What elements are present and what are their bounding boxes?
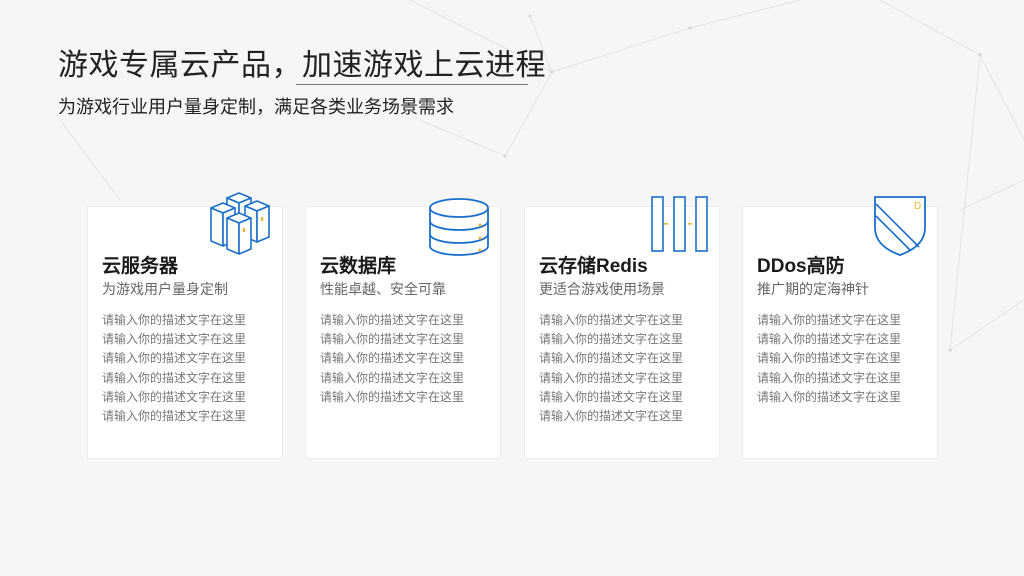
description-line: 请输入你的描述文字在这里 bbox=[539, 389, 684, 404]
card-subtitle: 性能卓越、安全可靠 bbox=[320, 281, 446, 297]
description-line: 请输入你的描述文字在这里 bbox=[102, 332, 247, 347]
card-subtitle: 更适合游戏使用场景 bbox=[539, 281, 665, 297]
description-line: 请输入你的描述文字在这里 bbox=[539, 313, 684, 327]
card-subtitle: 为游戏用户量身定制 bbox=[102, 281, 228, 297]
description-line: 请输入你的描述文字在这里 bbox=[757, 389, 902, 404]
description-line: 请输入你的描述文字在这里 bbox=[757, 332, 902, 347]
card-title: 云存储Redis bbox=[539, 256, 648, 277]
description-line: 请输入你的描述文字在这里 bbox=[320, 351, 465, 366]
page-title: 游戏专属云产品，加速游戏上云进程 bbox=[58, 49, 546, 82]
card-subtitle: 推广期的定海神针 bbox=[757, 281, 869, 297]
card-title: 云数据库 bbox=[320, 256, 397, 277]
description-line: 请输入你的描述文字在这里 bbox=[757, 370, 902, 385]
description-line: 请输入你的描述文字在这里 bbox=[539, 351, 684, 366]
description-line: 请输入你的描述文字在这里 bbox=[320, 389, 465, 404]
title-underline bbox=[296, 84, 528, 85]
database-icon bbox=[429, 198, 489, 256]
product-card-cloud-storage-redis[interactable]: 云存储Redis 更适合游戏使用场景 请输入你的描述文字在这里 请输入你的描述文… bbox=[524, 206, 720, 459]
shield-letter: D bbox=[914, 201, 921, 212]
description-line: 请输入你的描述文字在这里 bbox=[757, 313, 902, 327]
card-description-list: 请输入你的描述文字在这里 请输入你的描述文字在这里 请输入你的描述文字在这里 请… bbox=[320, 311, 464, 407]
description-line: 请输入你的描述文字在这里 bbox=[539, 409, 684, 424]
description-line: 请输入你的描述文字在这里 bbox=[102, 370, 247, 385]
description-line: 请输入你的描述文字在这里 bbox=[757, 351, 902, 366]
description-line: 请输入你的描述文字在这里 bbox=[102, 389, 247, 404]
storage-racks-icon bbox=[651, 196, 708, 252]
description-line: 请输入你的描述文字在这里 bbox=[320, 370, 465, 385]
description-line: 请输入你的描述文字在这里 bbox=[102, 409, 247, 424]
description-line: 请输入你的描述文字在这里 bbox=[320, 332, 465, 347]
description-line: 请输入你的描述文字在这里 bbox=[539, 370, 684, 385]
card-description-list: 请输入你的描述文字在这里 请输入你的描述文字在这里 请输入你的描述文字在这里 请… bbox=[757, 311, 901, 407]
card-title: DDos高防 bbox=[757, 256, 845, 277]
description-line: 请输入你的描述文字在这里 bbox=[320, 313, 465, 327]
card-description-list: 请输入你的描述文字在这里 请输入你的描述文字在这里 请输入你的描述文字在这里 请… bbox=[539, 311, 683, 426]
description-line: 请输入你的描述文字在这里 bbox=[102, 351, 247, 366]
card-description-list: 请输入你的描述文字在这里 请输入你的描述文字在这里 请输入你的描述文字在这里 请… bbox=[102, 311, 246, 426]
page-subtitle: 为游戏行业用户量身定制，满足各类业务场景需求 bbox=[58, 97, 454, 117]
card-title: 云服务器 bbox=[102, 256, 179, 277]
description-line: 请输入你的描述文字在这里 bbox=[102, 313, 247, 327]
server-cluster-icon bbox=[210, 192, 270, 255]
shield-icon: D bbox=[874, 196, 926, 256]
description-line: 请输入你的描述文字在这里 bbox=[539, 332, 684, 347]
